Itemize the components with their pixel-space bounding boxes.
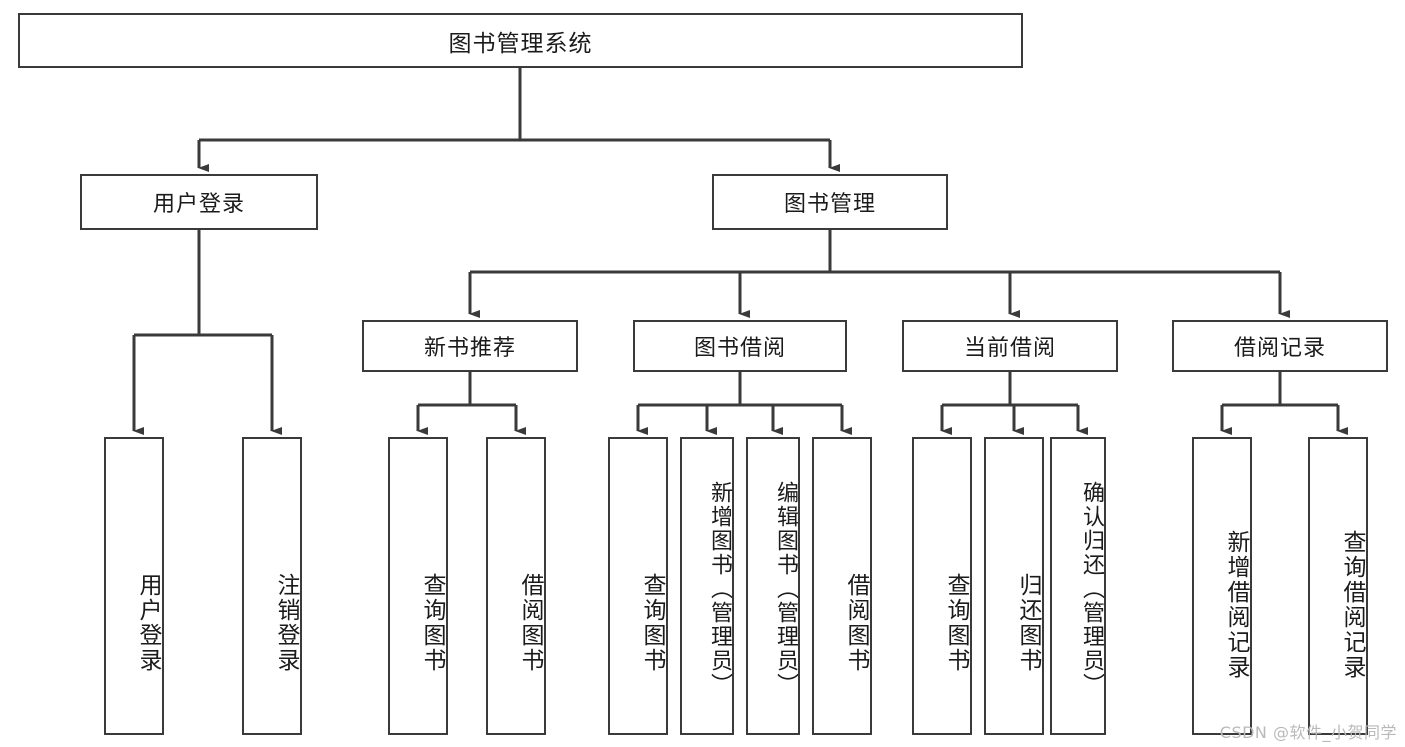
node-current-borrow-label: 当前借阅 (963, 336, 1056, 361)
node-book-manage[interactable]: 图书管理 (712, 174, 948, 230)
node-root-system[interactable]: 图书管理系统 (18, 13, 1023, 68)
node-current-borrow[interactable]: 当前借阅 (902, 320, 1118, 372)
node-book-borrow[interactable]: 图书借阅 (633, 320, 847, 372)
watermark: CSDN @软件_小贺同学 (1219, 723, 1397, 742)
node-leaf-add-book-label: 新增图书（管理员） (707, 481, 732, 697)
node-leaf-user-login[interactable]: 用户登录 (104, 437, 164, 735)
node-leaf-user-logout-label: 注销登录 (273, 573, 299, 673)
node-leaf-add-record-label: 新增借阅记录 (1223, 530, 1249, 680)
node-leaf-return-book[interactable]: 归还图书 (984, 437, 1044, 735)
node-leaf-query-book-3[interactable]: 查询图书 (912, 437, 972, 735)
node-leaf-query-book-1-label: 查询图书 (419, 573, 445, 673)
node-leaf-add-record[interactable]: 新增借阅记录 (1192, 437, 1252, 735)
node-leaf-add-book[interactable]: 新增图书（管理员） (680, 437, 734, 735)
node-leaf-borrow-book-2-label: 借阅图书 (843, 573, 869, 673)
node-new-book-rec[interactable]: 新书推荐 (362, 320, 578, 372)
node-leaf-query-book-3-label: 查询图书 (943, 573, 969, 673)
node-root-system-label: 图书管理系统 (448, 30, 593, 57)
node-user-login-label: 用户登录 (152, 192, 245, 217)
node-user-login[interactable]: 用户登录 (80, 174, 318, 230)
node-book-borrow-label: 图书借阅 (693, 336, 786, 361)
node-leaf-edit-book[interactable]: 编辑图书（管理员） (746, 437, 800, 735)
node-leaf-query-book-1[interactable]: 查询图书 (388, 437, 448, 735)
node-leaf-confirm-return-label: 确认归还（管理员） (1079, 481, 1104, 697)
node-leaf-borrow-book-1[interactable]: 借阅图书 (486, 437, 546, 735)
node-book-manage-label: 图书管理 (783, 192, 876, 217)
node-new-book-rec-label: 新书推荐 (423, 336, 516, 361)
node-leaf-confirm-return[interactable]: 确认归还（管理员） (1050, 437, 1106, 735)
node-leaf-query-book-2[interactable]: 查询图书 (608, 437, 668, 735)
node-borrow-record-label: 借阅记录 (1233, 336, 1326, 361)
node-leaf-query-book-2-label: 查询图书 (639, 573, 665, 673)
node-leaf-borrow-book-1-label: 借阅图书 (517, 573, 543, 673)
node-borrow-record[interactable]: 借阅记录 (1172, 320, 1388, 372)
node-leaf-query-record[interactable]: 查询借阅记录 (1308, 437, 1368, 735)
node-leaf-return-book-label: 归还图书 (1015, 573, 1041, 673)
node-leaf-user-login-label: 用户登录 (135, 573, 161, 673)
node-leaf-user-logout[interactable]: 注销登录 (242, 437, 302, 735)
node-leaf-borrow-book-2[interactable]: 借阅图书 (812, 437, 872, 735)
node-leaf-query-record-label: 查询借阅记录 (1339, 530, 1365, 680)
node-leaf-edit-book-label: 编辑图书（管理员） (773, 481, 798, 697)
